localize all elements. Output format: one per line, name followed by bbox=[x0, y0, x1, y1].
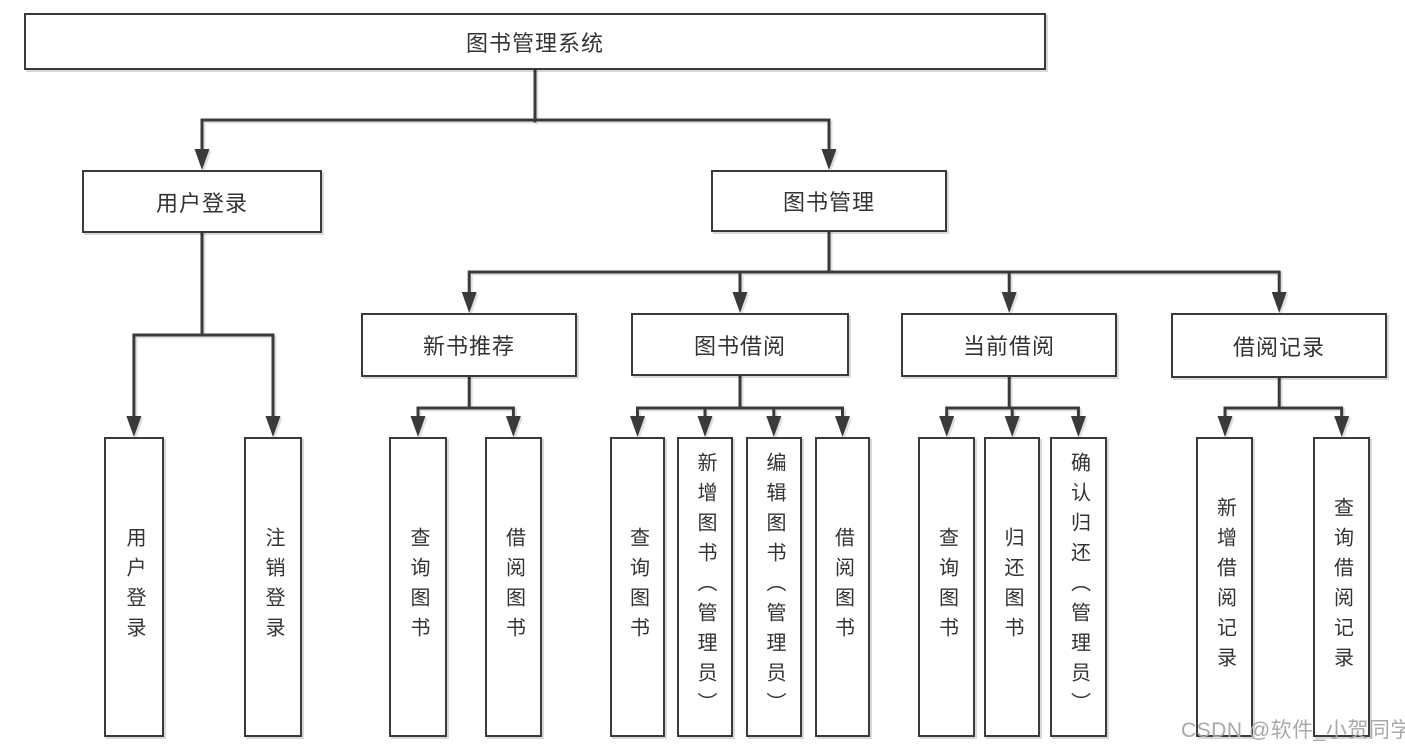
leaf-bb-add-books-admin-label: 新增图书（管理员） bbox=[694, 452, 716, 722]
leaf-logout-login: 注销登录 bbox=[244, 437, 302, 737]
leaf-nb-borrow-books-label: 借阅图书 bbox=[502, 527, 525, 647]
leaf-cb-confirm-return-admin: 确认归还（管理员） bbox=[1050, 437, 1107, 737]
leaf-cb-return-books-label: 归还图书 bbox=[1001, 527, 1023, 647]
node-book-borrow: 图书借阅 bbox=[631, 313, 849, 376]
leaf-bb-query-books-label: 查询图书 bbox=[626, 527, 649, 647]
csdn-watermark: CSDN @软件_小贺同学 bbox=[1181, 719, 1405, 742]
node-user-login: 用户登录 bbox=[82, 170, 322, 233]
leaf-user-login-label: 用户登录 bbox=[123, 527, 145, 647]
leaf-br-query-record: 查询借阅记录 bbox=[1313, 437, 1370, 737]
leaf-cb-return-books: 归还图书 bbox=[984, 437, 1040, 737]
arrowheads bbox=[126, 149, 1350, 437]
leaf-cb-query-books-label: 查询图书 bbox=[935, 527, 958, 647]
leaf-br-query-record-label: 查询借阅记录 bbox=[1330, 497, 1353, 677]
leaf-bb-query-books: 查询图书 bbox=[610, 437, 665, 737]
node-book-management: 图书管理 bbox=[711, 170, 947, 232]
node-new-book-recommend: 新书推荐 bbox=[361, 313, 577, 377]
leaf-nb-query-books-label: 查询图书 bbox=[407, 527, 429, 647]
leaf-cb-query-books: 查询图书 bbox=[918, 437, 975, 737]
leaf-bb-edit-books-admin: 编辑图书（管理员） bbox=[746, 437, 802, 737]
leaf-cb-confirm-return-admin-label: 确认归还（管理员） bbox=[1067, 452, 1090, 722]
node-borrow-records: 借阅记录 bbox=[1171, 313, 1387, 378]
leaf-logout-login-label: 注销登录 bbox=[262, 527, 284, 647]
leaf-bb-borrow-books-label: 借阅图书 bbox=[831, 527, 854, 647]
leaf-bb-add-books-admin: 新增图书（管理员） bbox=[677, 437, 733, 737]
leaf-nb-query-books: 查询图书 bbox=[389, 437, 447, 737]
node-library-management-system: 图书管理系统 bbox=[24, 13, 1046, 70]
node-current-borrow: 当前借阅 bbox=[901, 313, 1117, 377]
leaf-bb-borrow-books: 借阅图书 bbox=[815, 437, 870, 737]
leaf-br-add-record-label: 新增借阅记录 bbox=[1213, 497, 1236, 677]
leaf-nb-borrow-books: 借阅图书 bbox=[485, 437, 542, 737]
leaf-bb-edit-books-admin-label: 编辑图书（管理员） bbox=[763, 452, 785, 722]
leaf-user-login: 用户登录 bbox=[104, 437, 164, 737]
leaf-br-add-record: 新增借阅记录 bbox=[1196, 437, 1253, 737]
